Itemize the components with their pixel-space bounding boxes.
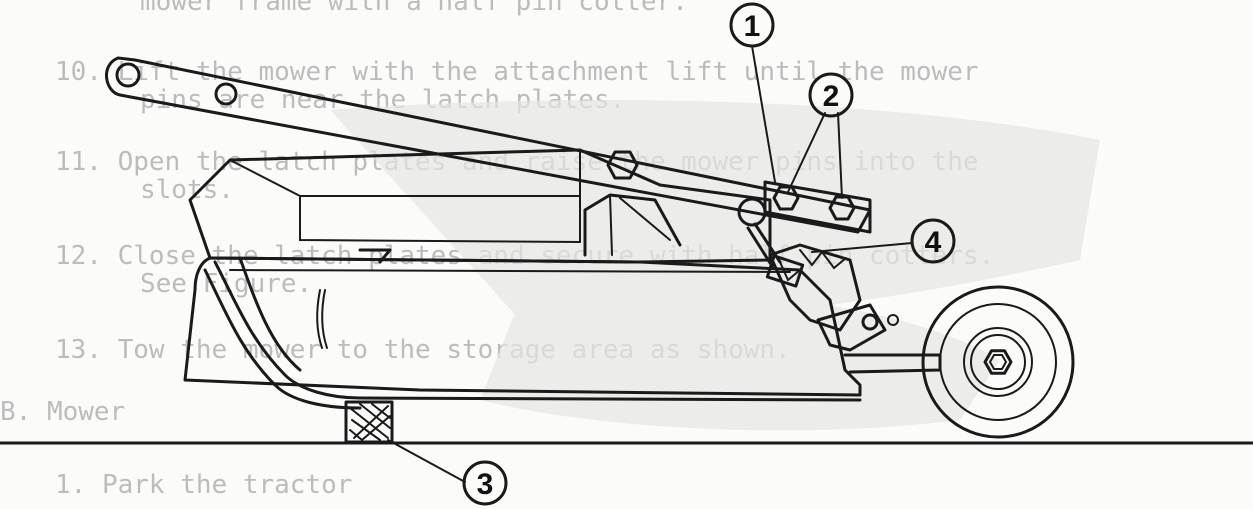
callout-4: 4 xyxy=(910,218,956,264)
callout-leaders xyxy=(387,45,913,483)
callout-3-circle xyxy=(462,460,508,506)
callout-4-circle xyxy=(910,218,956,264)
gauge-wheel xyxy=(921,285,1075,439)
callout-2: 2 xyxy=(808,72,854,118)
callout-2-circle xyxy=(808,72,854,118)
bg-line-9: 1. Park the tractor xyxy=(55,470,352,500)
support-block xyxy=(344,400,394,444)
lift-arm xyxy=(105,56,872,268)
callout-3-label: 3 xyxy=(477,468,494,501)
bg-line-1: 10. Lift the mower with the attachment l… xyxy=(55,57,979,87)
callout-1-circle xyxy=(729,2,775,48)
callout-1-label: 1 xyxy=(744,10,761,43)
background-shading xyxy=(330,100,1100,431)
callout-4-label: 4 xyxy=(925,226,942,259)
mower-deck xyxy=(183,148,862,410)
callout-2-label: 2 xyxy=(823,80,840,113)
callout-1: 1 xyxy=(729,2,775,48)
bg-line-4: slots. xyxy=(140,175,234,205)
bg-line-0: mower frame with a half pin cotter. xyxy=(140,0,688,17)
bg-line-8: B. Mower xyxy=(0,397,125,427)
callout-3: 3 xyxy=(462,460,508,506)
